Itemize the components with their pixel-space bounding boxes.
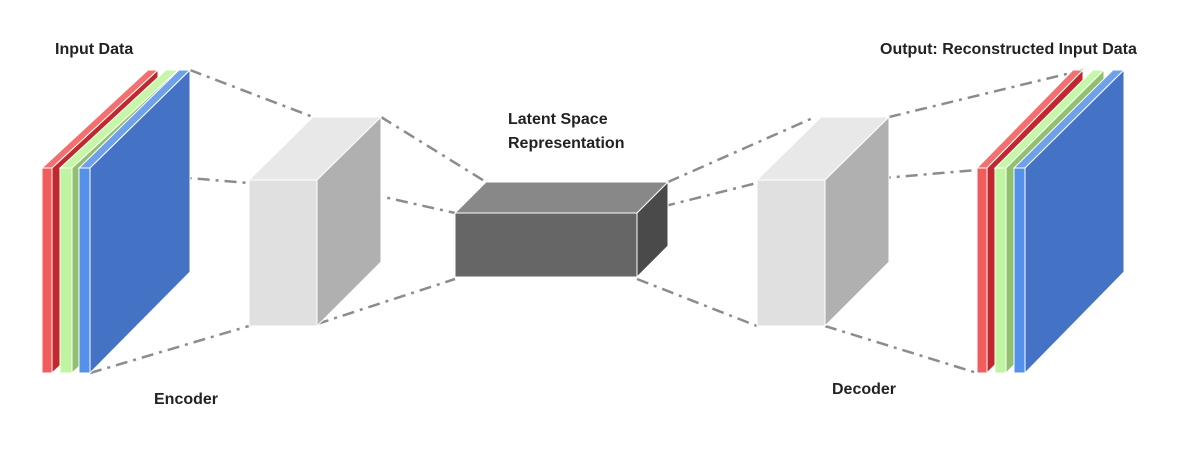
decoder-block	[755, 115, 891, 328]
connector-line	[888, 68, 1084, 119]
connector-line	[189, 68, 314, 119]
connector-line	[636, 277, 758, 328]
connector-line	[89, 324, 250, 375]
decoder-label: Decoder	[832, 381, 897, 398]
latent-space-block	[453, 180, 670, 279]
connector-line	[316, 180, 456, 215]
encoder-block	[247, 115, 383, 328]
encoder-label: Encoder	[154, 391, 219, 408]
output-label: Output: Reconstructed Input Data	[880, 41, 1137, 58]
connector-line	[316, 277, 456, 326]
connector-line	[824, 324, 978, 375]
input-blue-channel	[77, 68, 192, 375]
input-data-label: Input Data	[55, 41, 134, 58]
output-blue-channel	[1012, 68, 1126, 375]
connector-line	[380, 115, 487, 184]
output-data-stack	[975, 68, 1126, 375]
latent-label-line1: Latent Space	[508, 111, 608, 128]
input-data-stack	[40, 68, 192, 375]
connector-line	[824, 168, 978, 185]
latent-label-line2: Representation	[508, 135, 625, 152]
